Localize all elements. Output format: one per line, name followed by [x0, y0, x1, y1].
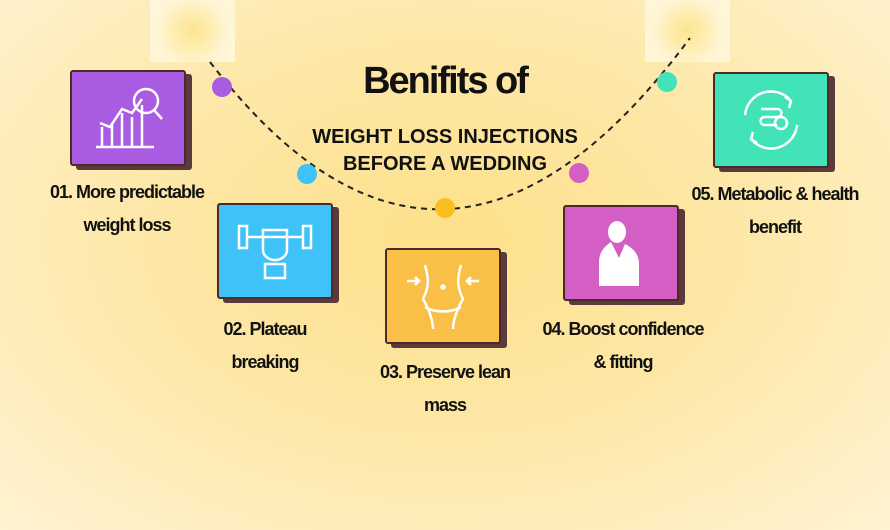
benefit-label-4: 04. Boost confidence & fitting [542, 313, 704, 379]
benefit-card-2 [217, 203, 333, 299]
timeline-dot-5 [657, 72, 677, 92]
label-line: weight loss [83, 215, 171, 235]
subtitle-line-2: BEFORE A WEDDING [342, 153, 548, 175]
label-line: 03. Preserve lean [379, 362, 511, 382]
benefit-card-5 [713, 72, 829, 168]
label-line: 02. Plateau [223, 319, 307, 339]
label-line: & fitting [593, 352, 654, 372]
decorative-glow [645, 0, 730, 62]
label-line: mass [423, 395, 467, 415]
metabolism-cycle-icon [743, 90, 799, 150]
timeline-dot-4 [569, 163, 589, 183]
page-title: Benifits of [363, 60, 529, 102]
woman-silhouette-icon [599, 221, 639, 286]
label-line: 04. Boost confidence [542, 319, 704, 339]
benefit-label-3: 03. Preserve lean mass [370, 356, 520, 422]
label-line: benefit [748, 217, 802, 237]
timeline-dot-2 [297, 164, 317, 184]
subtitle-line-1: WEIGHT LOSS INJECTIONS [312, 126, 578, 148]
benefit-label-5: 05. Metabolic & health benefit [691, 178, 859, 244]
benefit-card-3 [385, 248, 501, 344]
label-line: 01. More predictable [49, 182, 205, 202]
benefit-label-1: 01. More predictable weight loss [49, 176, 205, 242]
label-line: 05. Metabolic & health [691, 184, 859, 204]
dumbbell-fist-icon [237, 224, 313, 280]
page-subtitle: WEIGHT LOSS INJECTIONS BEFORE A WEDDING [270, 124, 620, 178]
benefit-label-2: 02. Plateau breaking [190, 313, 340, 379]
timeline-dot-1 [212, 77, 232, 97]
waist-icon [407, 264, 479, 330]
timeline-dot-3 [435, 198, 455, 218]
benefit-card-1 [70, 70, 186, 166]
benefit-card-4 [563, 205, 679, 301]
label-line: breaking [231, 352, 299, 372]
chart-magnifier-icon [96, 87, 163, 149]
decorative-glow [150, 0, 235, 62]
